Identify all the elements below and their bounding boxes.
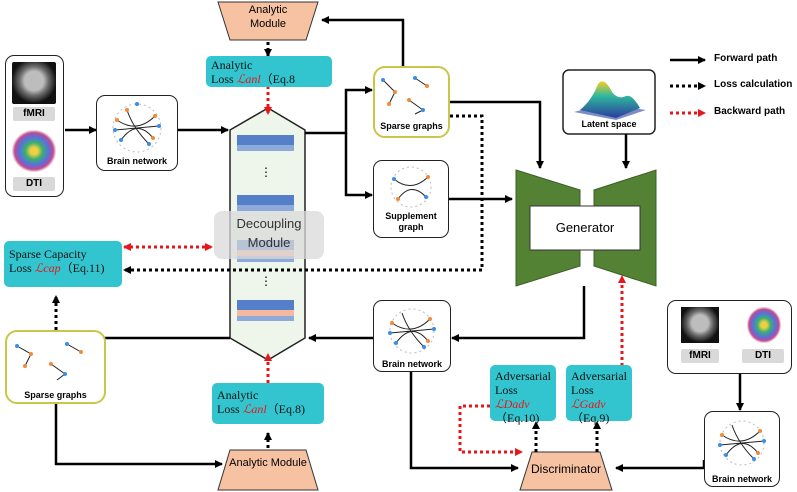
loss-cap: Sparse Capacity Loss ℒcap（Eq.11) [4,241,122,287]
input-panel-left: fMRI DTI [5,55,64,197]
decoupling-module-label: Decoupling Module [236,216,302,250]
generator-label: Generator [555,220,615,235]
latent-surface-icon [574,81,646,120]
loss-anl-top-line1: Analytic [211,58,253,72]
loss-anl-top: Analytic Loss ℒanl（Eq.8 [206,56,332,87]
decoupling-label-plate [214,211,324,259]
analytic-module-top-label: Analytic Module [248,4,288,30]
loss-adv-g-line1: Adversarial [571,369,627,383]
svg-text:⋮: ⋮ [260,165,272,179]
loss-anl-bottom: Analytic Loss ℒanl（Eq.8) [212,383,324,424]
svg-text:⋮: ⋮ [260,274,272,288]
brain-network-box-1: Brain network [96,95,178,171]
brain-network-label-1: Brain network [106,156,167,166]
analytic-module-bottom-shape [217,449,319,491]
discriminator-shape [519,451,613,491]
sparse-graphs-left-label: Sparse graphs [24,390,87,400]
loss-anl-bottom-line2: Loss ℒanl（Eq.8) [217,402,305,416]
analytic-module-bottom-label: Analytic Module [229,457,307,469]
dti-tag-left: DTI [13,177,55,191]
dti-tract-image-right [747,307,781,343]
sparse-graphs-icon [381,76,429,115]
fmri-scan-image [12,62,56,104]
brain-network-label-2: Brain network [381,359,442,369]
loss-adv-d-line2: Loss ℒDadv [495,383,530,411]
legend-backward-label: Backward path [714,106,786,117]
brain-network-label-3: Brain network [711,474,772,484]
supplement-graph-box: Supplement graph [373,160,449,238]
loss-adv-g-line3: （Eq.9) [571,411,610,425]
legend-forward-label: Forward path [714,53,778,64]
loss-adv-g: Adversarial Loss ℒGadv （Eq.9) [566,365,632,425]
supplement-graph-icon [390,166,432,208]
dti-tag-right: DTI [742,349,784,363]
discriminator-label: Discriminator [530,462,601,476]
sparse-graphs-top-label: Sparse graphs [380,121,443,131]
sparse-graphs-left: Sparse graphs [5,330,106,404]
dti-tract-image [12,130,56,172]
input-panel-right: fMRI DTI [667,300,792,374]
brain-network-graph-icon-2 [388,308,436,354]
loss-cap-line1: Sparse Capacity [9,247,87,261]
supplement-graph-label: Supplement graph [385,211,437,232]
loss-adv-d: Adversarial Loss ℒDadv （Eq.10) [490,365,556,425]
fmri-tag-right: fMRI [681,349,719,363]
loss-adv-d-line1: Adversarial [495,369,551,383]
sparse-graphs-icon-left [15,342,83,381]
loss-cap-line2: Loss ℒcap（Eq.11) [9,261,105,275]
loss-adv-g-line2: Loss ℒGadv [571,383,606,411]
legend-loss-label: Loss calculation [714,79,793,90]
brain-network-graph-icon [112,102,162,153]
generator-label-box [529,205,641,251]
loss-adv-d-line3: （Eq.10) [495,411,540,425]
sparse-graphs-top: Sparse graphs [373,66,450,138]
loss-anl-bottom-line1: Analytic [217,388,259,402]
latent-space-label: Latent space [581,119,637,129]
brain-network-graph-icon-3 [718,420,766,466]
brain-network-box-3: Brain network [704,411,780,487]
analytic-module-top-shape [217,1,319,41]
loss-anl-top-line2: Loss ℒanl（Eq.8 [211,72,295,86]
fmri-scan-image-right [681,307,719,343]
fmri-tag-left: fMRI [13,107,55,121]
brain-network-box-2: Brain network [373,300,451,372]
